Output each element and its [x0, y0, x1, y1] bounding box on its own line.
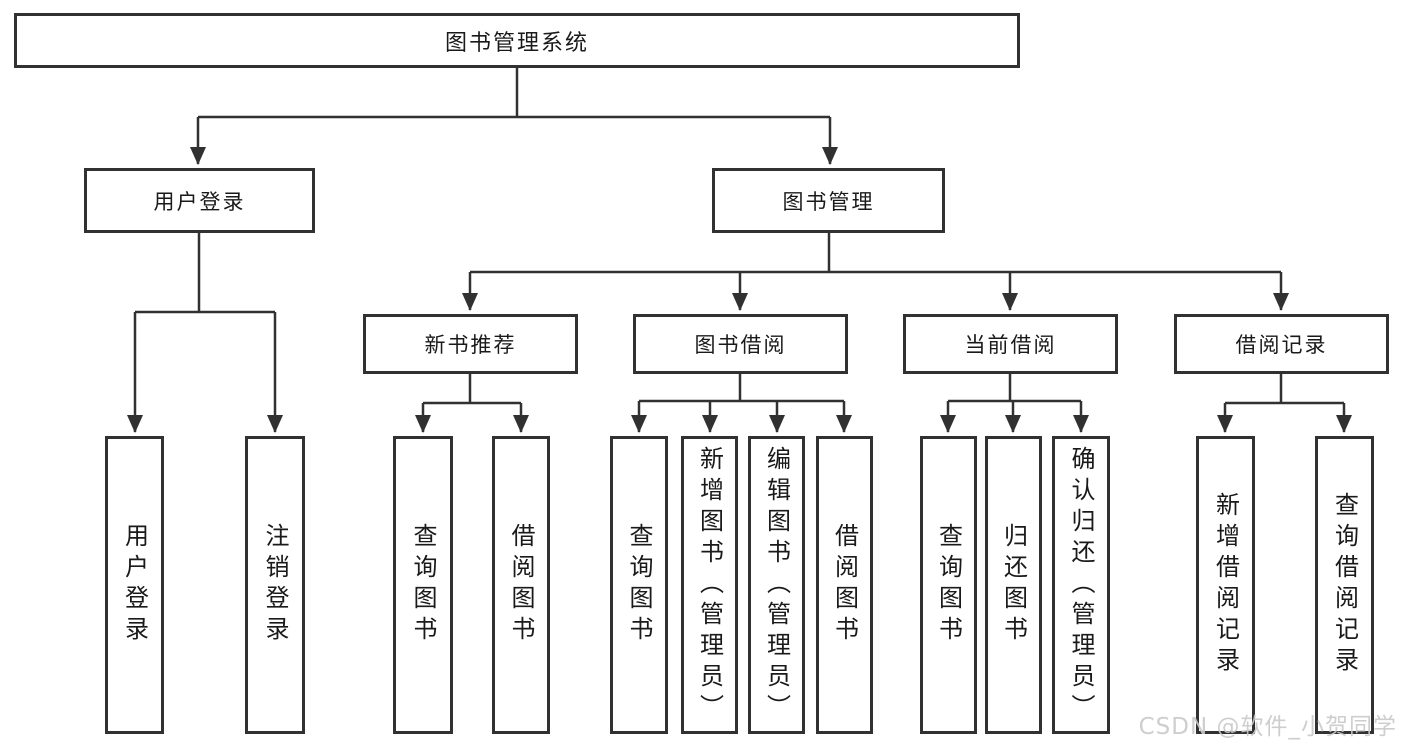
leaf-label: 新增图书（管理员）: [695, 445, 724, 725]
leaf-label: 新增借阅记录: [1211, 492, 1240, 678]
leaf-label: 归还图书: [999, 523, 1028, 647]
leaf-borrow-books-borrowing: 借阅图书: [816, 436, 873, 734]
leaf-query-borrow-record: 查询借阅记录: [1315, 436, 1374, 734]
leaf-borrow-books-recommend: 借阅图书: [492, 436, 550, 734]
leaf-label: 注销登录: [261, 523, 289, 647]
leaf-label: 编辑图书（管理员）: [762, 445, 791, 725]
leaf-label: 用户登录: [120, 523, 149, 647]
node-label: 借阅记录: [1235, 333, 1328, 357]
leaf-label: 查询图书: [625, 523, 653, 647]
leaf-user-login: 用户登录: [105, 436, 164, 734]
leaf-edit-book-admin: 编辑图书（管理员）: [748, 436, 805, 734]
leaf-label: 查询借阅记录: [1330, 492, 1359, 678]
node-current-borrowing: 当前借阅: [903, 314, 1118, 374]
leaf-query-books-borrowing: 查询图书: [610, 436, 668, 734]
leaf-label: 借阅图书: [830, 523, 859, 647]
leaf-add-book-admin: 新增图书（管理员）: [681, 436, 738, 734]
leaf-add-borrow-record: 新增借阅记录: [1196, 436, 1255, 734]
node-book-borrowing: 图书借阅: [633, 314, 848, 374]
node-label: 用户登录: [153, 189, 246, 214]
leaf-confirm-return-admin: 确认归还（管理员）: [1052, 436, 1110, 734]
node-book-management-system: 图书管理系统: [14, 13, 1020, 68]
leaf-label: 借阅图书: [507, 523, 535, 647]
leaf-query-books-current: 查询图书: [920, 436, 977, 734]
node-label: 图书管理: [782, 189, 875, 214]
leaf-label: 查询图书: [409, 523, 437, 647]
node-book-management: 图书管理: [712, 168, 945, 233]
node-new-book-recommend: 新书推荐: [363, 314, 578, 374]
leaf-label: 查询图书: [934, 523, 963, 647]
leaf-logout: 注销登录: [245, 436, 305, 734]
node-user-login: 用户登录: [84, 168, 315, 233]
node-label: 图书管理系统: [444, 30, 589, 56]
node-label: 图书借阅: [694, 333, 787, 357]
csdn-watermark: CSDN @软件_小贺同学: [1138, 714, 1397, 740]
node-label: 新书推荐: [424, 333, 517, 357]
node-label: 当前借阅: [964, 333, 1057, 357]
leaf-query-books-recommend: 查询图书: [393, 436, 453, 734]
node-borrowing-records: 借阅记录: [1174, 314, 1389, 374]
leaf-return-book: 归还图书: [985, 436, 1042, 734]
leaf-label: 确认归还（管理员）: [1067, 445, 1095, 725]
